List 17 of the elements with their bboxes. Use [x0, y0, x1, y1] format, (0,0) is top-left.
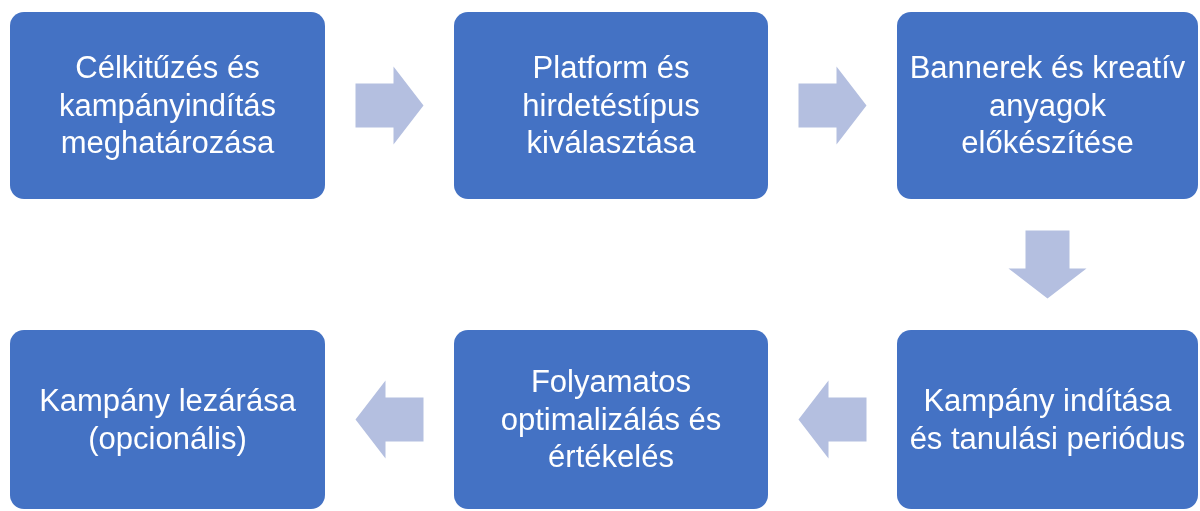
process-box	[897, 330, 1198, 509]
block-arrow	[798, 66, 867, 145]
step-text: Kampány indítása és tanulási periódus	[908, 381, 1187, 458]
process-box	[454, 330, 768, 509]
step-text: Folyamatos optimalizálás és értékelés	[499, 362, 723, 477]
block-arrow	[1008, 230, 1087, 299]
block-arrow	[798, 380, 867, 459]
step-text: Bannerek és kreatív anyagok előkészítése	[908, 48, 1187, 163]
block-arrow	[355, 380, 424, 459]
step-text: Célkitűzés és kampányindítás meghatározása	[57, 48, 278, 163]
process-box	[10, 12, 325, 199]
block-arrow	[355, 66, 424, 145]
process-box	[897, 12, 1198, 199]
process-box	[454, 12, 768, 199]
process-box	[10, 330, 325, 509]
step-text: Kampány lezárása (opcionális)	[38, 381, 297, 458]
step-text: Platform és hirdetéstípus kiválasztása	[521, 48, 701, 163]
